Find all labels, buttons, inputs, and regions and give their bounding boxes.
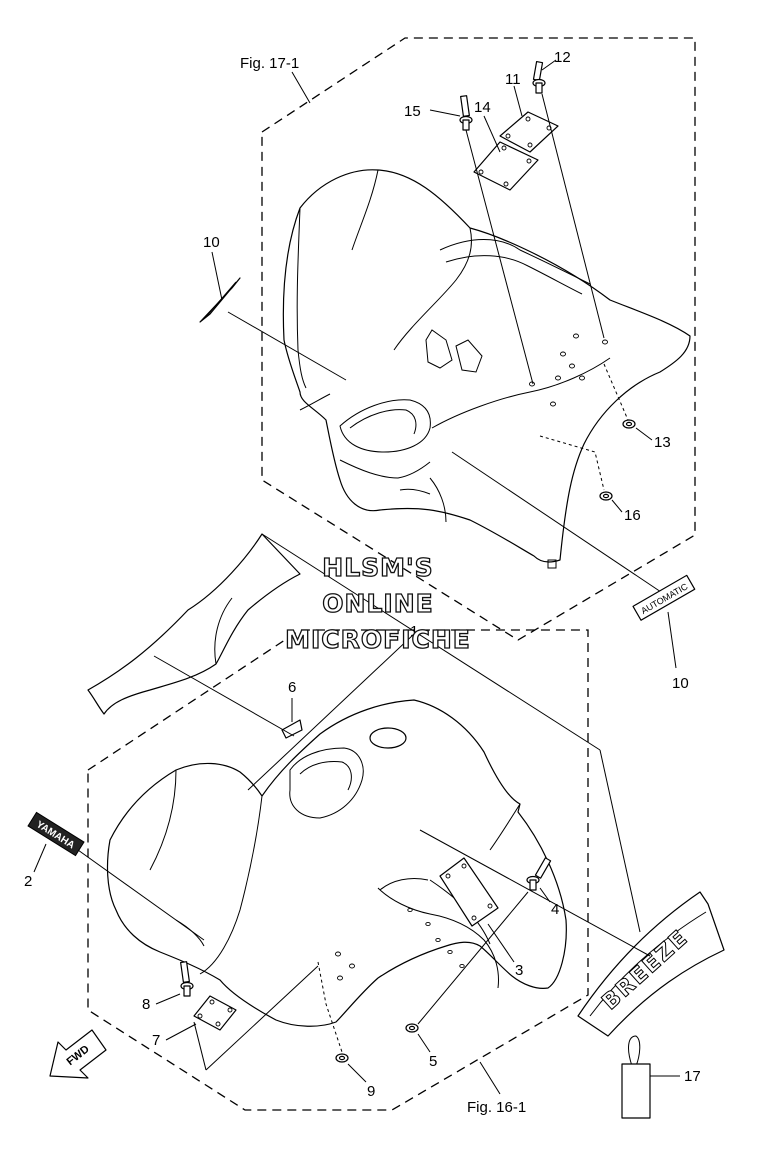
- leader-1-b: [599, 749, 641, 933]
- breeze-decal: BREEZE: [577, 891, 725, 1037]
- callout-12: 12: [554, 49, 571, 66]
- automatic-label: AUTOMATIC: [632, 574, 696, 621]
- tag-17: [621, 1035, 651, 1119]
- leader-10-top: [227, 311, 347, 381]
- bracket-11: [499, 111, 559, 153]
- fig-16-1-leader: [479, 1061, 501, 1095]
- callout-2: 2: [24, 873, 32, 890]
- dotted-13: [603, 363, 629, 421]
- leader-decal: [419, 829, 651, 957]
- watermark-line3: MICROFICHE: [285, 625, 471, 654]
- callout-9: 9: [367, 1083, 375, 1100]
- leader-10b: [667, 611, 677, 669]
- leader-7-b: [205, 965, 319, 1071]
- screw-8: [180, 961, 194, 997]
- leader-10a-v: [211, 251, 223, 301]
- leader-8: [155, 993, 181, 1005]
- washer-5: [405, 1023, 419, 1033]
- callout-8: 8: [142, 996, 150, 1013]
- washer-9: [335, 1053, 349, 1063]
- label-10-strip: [199, 277, 241, 323]
- callout-10a: 10: [203, 234, 220, 251]
- leader-16: [611, 499, 623, 513]
- rear-fender-group-outline: [261, 37, 696, 641]
- leader-2-v: [33, 843, 47, 873]
- leader-15-down: [465, 129, 534, 385]
- leader-1-a: [261, 533, 601, 751]
- screw-12: [532, 61, 546, 94]
- callout-7: 7: [152, 1032, 160, 1049]
- callout-17: 17: [684, 1068, 701, 1085]
- watermark-line2: ONLINE: [322, 589, 433, 618]
- rear-fender: [282, 169, 691, 569]
- leader-4-v: [539, 887, 551, 903]
- leader-1-c: [247, 633, 415, 791]
- watermark-line1: HLSM'S: [322, 553, 433, 582]
- leader-11: [513, 85, 523, 117]
- fwd-arrow: FWD: [49, 1029, 107, 1079]
- leader-7: [165, 1023, 197, 1041]
- label-6-strip: [281, 719, 303, 739]
- side-cover: [87, 533, 301, 715]
- leader-3: [487, 923, 515, 963]
- grommet-16: [599, 491, 613, 501]
- leader-14: [483, 115, 501, 153]
- callout-5: 5: [429, 1053, 437, 1070]
- front-fender: [106, 699, 567, 1027]
- callout-6: 6: [288, 679, 296, 696]
- plate-7: [193, 995, 237, 1031]
- callout-16: 16: [624, 507, 641, 524]
- leader-13: [635, 427, 653, 441]
- fig-17-1-leader: [291, 71, 311, 104]
- callout-14: 14: [474, 99, 491, 116]
- dotted-16: [539, 435, 605, 491]
- leader-12: [541, 59, 557, 71]
- leader-12-down: [541, 93, 605, 339]
- callout-1: 1: [410, 623, 418, 640]
- plate-14: [473, 141, 539, 191]
- plate-3: [439, 857, 499, 927]
- callout-4: 4: [551, 901, 559, 918]
- front-fender-group-outline: [87, 629, 589, 1111]
- callout-13: 13: [654, 434, 671, 451]
- screw-15: [459, 95, 473, 131]
- callout-11: 11: [505, 71, 521, 88]
- leader-10-right: [451, 451, 665, 595]
- leader-5: [417, 1033, 431, 1053]
- callout-3: 3: [515, 962, 523, 979]
- yamaha-decal: YAMAHA: [27, 811, 85, 857]
- dotted-9: [317, 961, 343, 1053]
- leader-15: [429, 109, 461, 117]
- bolt-4: [526, 857, 552, 891]
- leader-9: [347, 1063, 367, 1083]
- fig-16-1-label: Fig. 16-1: [467, 1099, 526, 1116]
- leader-6: [153, 655, 295, 737]
- callout-10b: 10: [672, 675, 689, 692]
- leader-2: [77, 849, 205, 941]
- callout-15: 15: [404, 103, 421, 120]
- leader-4: [417, 891, 529, 1025]
- washer-13: [622, 419, 636, 429]
- leader-7-a: [193, 1021, 207, 1071]
- fig-17-1-label: Fig. 17-1: [240, 55, 299, 72]
